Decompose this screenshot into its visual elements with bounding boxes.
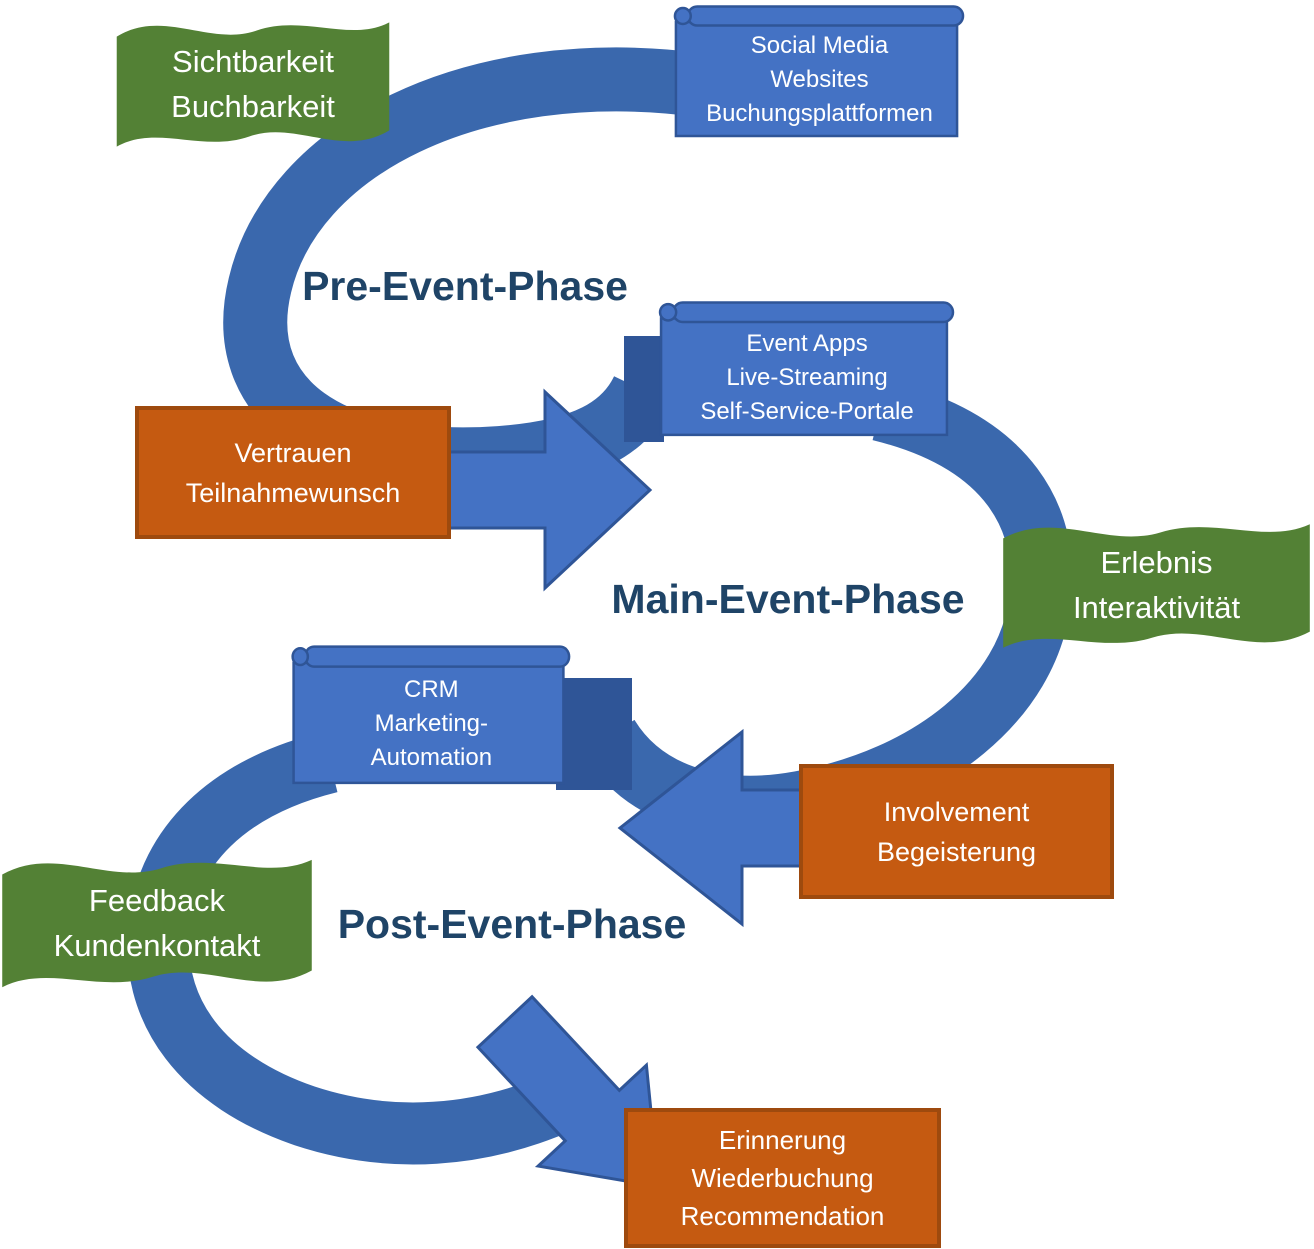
scroll-shape [653,300,955,438]
scroll-social-media: Social Media Websites Buchungsplattforme… [668,4,965,139]
scroll-event-apps-text: Event Apps Live-Streaming Self-Service-P… [700,329,914,425]
wave-shape [2,859,312,988]
banner-sichtbarkeit-text: Sichtbarkeit Buchbarkeit [171,43,335,124]
pre-event-phase-label: Pre-Event-Phase [302,263,628,309]
banner-feedback-text: Feedback Kundenkontakt [53,882,261,963]
ribbon-joint-event-apps [624,336,664,442]
main-event-phase-label: Main-Event-Phase [611,576,965,622]
post-event-phase-label: Post-Event-Phase [337,901,687,947]
banner-erlebnis-text: Erlebnis Interaktivität [1072,545,1241,625]
scroll-shape [668,4,965,139]
post-ribbon [127,731,578,1165]
scroll-crm: CRM Marketing- Automation [286,644,571,786]
box-vertrauen: Vertrauen Teilnahmewunsch [135,406,451,539]
banner-sichtbarkeit: Sichtbarkeit Buchbarkeit [113,2,393,165]
wave-shape [1003,524,1310,648]
scroll-shape [286,644,571,786]
ribbon-joint-crm [556,678,632,790]
scroll-event-apps: Event Apps Live-Streaming Self-Service-P… [653,300,955,438]
banner-feedback: Feedback Kundenkontakt [0,839,316,1006]
wave-shape [116,22,390,147]
scroll-crm-text: CRM Marketing- Automation [370,676,493,772]
erinnerung-arrow [475,994,661,1189]
box-erinnerung: Erinnerung Wiederbuchung Recommendation [624,1108,941,1248]
banner-erlebnis: Erlebnis Interaktivität [999,504,1314,666]
box-involvement: Involvement Begeisterung [799,764,1114,899]
scroll-social-media-text: Social Media Websites Buchungsplattforme… [706,32,933,128]
